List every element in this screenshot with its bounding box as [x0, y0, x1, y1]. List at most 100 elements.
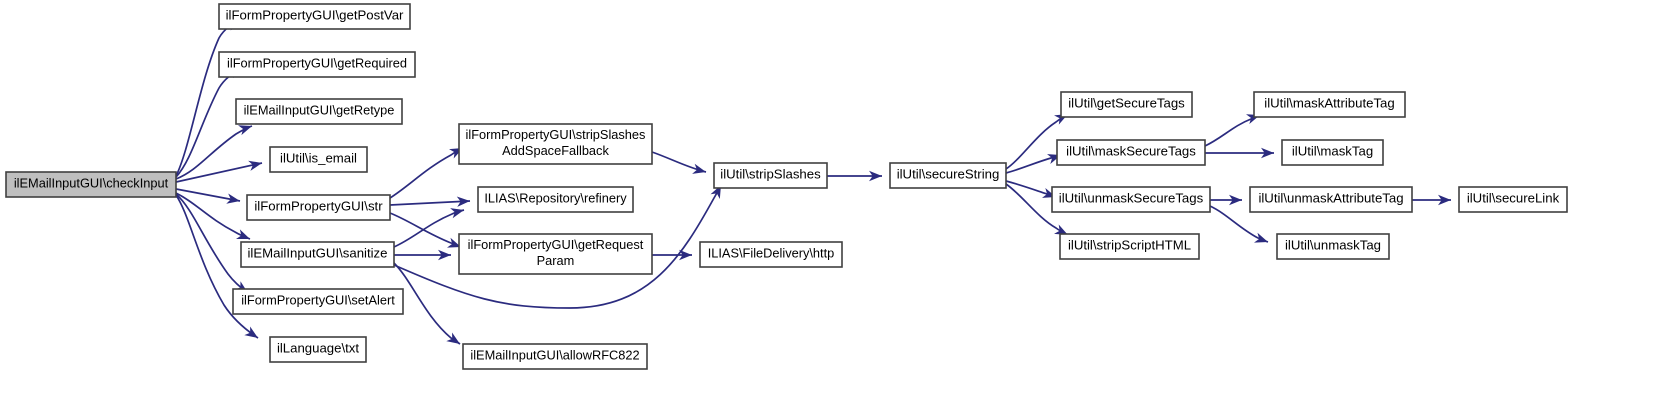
call-edge — [1005, 183, 1069, 236]
call-edge — [175, 19, 241, 177]
call-edge — [1412, 194, 1451, 206]
node-box[interactable] — [477, 186, 634, 213]
node-box[interactable] — [1276, 233, 1390, 260]
node-box[interactable] — [699, 241, 843, 268]
arrow-head-icon — [226, 193, 240, 204]
edge-line — [389, 212, 462, 248]
graph-node-maskSecureTags[interactable]: ilUtil\maskSecureTags — [1056, 139, 1206, 166]
arrow-head-icon — [244, 326, 258, 338]
node-box[interactable] — [218, 3, 411, 30]
node-box[interactable] — [246, 194, 391, 221]
node-box[interactable] — [458, 123, 653, 165]
arrow-head-icon — [447, 237, 461, 248]
graph-node-getRequired[interactable]: ilFormPropertyGUI\getRequired — [218, 51, 416, 78]
call-edge — [175, 67, 244, 178]
graph-node-maskTag[interactable]: ilUtil\maskTag — [1281, 139, 1384, 166]
arrow-head-icon — [248, 160, 262, 171]
graph-node-unmaskSecureTags[interactable]: ilUtil\unmaskSecureTags — [1051, 186, 1211, 213]
graph-node-checkInput[interactable]: ilEMailInputGUI\checkInput — [5, 171, 177, 198]
graph-node-getPostVar[interactable]: ilFormPropertyGUI\getPostVar — [218, 3, 411, 30]
call-edge — [1204, 114, 1261, 147]
graph-node-secureString[interactable]: ilUtil\secureString — [889, 162, 1007, 189]
node-box[interactable] — [462, 343, 648, 370]
call-edge — [175, 192, 251, 240]
node-box[interactable] — [889, 162, 1007, 189]
edge-line — [175, 125, 253, 180]
arrow-head-icon — [1054, 224, 1068, 235]
arrow-head-icon — [1254, 232, 1268, 243]
node-box[interactable] — [1056, 139, 1206, 166]
arrow-head-icon — [679, 249, 692, 261]
arrow-head-icon — [1229, 194, 1242, 206]
node-box[interactable] — [232, 288, 404, 315]
graph-node-http[interactable]: ILIAS\FileDelivery\http — [699, 241, 843, 268]
graph-node-is_email[interactable]: ilUtil\is_email — [269, 146, 368, 173]
graph-node-refinery[interactable]: ILIAS\Repository\refinery — [477, 186, 634, 213]
node-box[interactable] — [1458, 186, 1568, 213]
node-box[interactable] — [458, 233, 653, 275]
call-edge — [652, 249, 692, 261]
node-box[interactable] — [1253, 91, 1406, 118]
node-box[interactable] — [1051, 186, 1211, 213]
call-edge — [389, 212, 462, 248]
call-edge — [175, 194, 259, 339]
node-box[interactable] — [1281, 139, 1384, 166]
call-edge — [389, 147, 464, 199]
arrow-head-icon — [456, 196, 470, 207]
graph-node-setAlert[interactable]: ilFormPropertyGUI\setAlert — [232, 288, 404, 315]
edge-line — [175, 192, 251, 240]
call-edge — [389, 196, 471, 207]
call-edge — [393, 262, 461, 345]
edge-line — [175, 19, 241, 177]
edge-line — [175, 188, 241, 202]
edge-line — [175, 193, 249, 294]
graph-node-allowRFC822[interactable]: ilEMailInputGUI\allowRFC822 — [462, 343, 648, 370]
graph-node-unmaskAttributeTag[interactable]: ilUtil\unmaskAttributeTag — [1249, 186, 1413, 213]
edge-line — [175, 67, 244, 178]
node-box[interactable] — [1059, 233, 1200, 260]
graph-node-getRetype[interactable]: ilEMailInputGUI\getRetype — [235, 98, 403, 125]
edge-line — [389, 200, 471, 206]
graph-node-sanitize[interactable]: ilEMailInputGUI\sanitize — [240, 241, 395, 268]
node-box-current[interactable] — [5, 171, 177, 198]
call-edge — [651, 151, 707, 174]
arrow-head-icon — [236, 229, 250, 239]
call-edge — [175, 193, 249, 294]
edge-line — [175, 194, 259, 339]
call-edge — [1210, 194, 1242, 206]
graph-node-txt[interactable]: ilLanguage\txt — [269, 336, 367, 363]
graph-node-str[interactable]: ilFormPropertyGUI\str — [246, 194, 391, 221]
graph-node-stripSlashes[interactable]: ilUtil\stripSlashes — [713, 162, 828, 189]
node-box[interactable] — [218, 51, 416, 78]
graph-node-secureLink[interactable]: ilUtil\secureLink — [1458, 186, 1568, 213]
call-edge — [175, 125, 253, 180]
call-edge — [394, 249, 451, 261]
edge-line — [393, 184, 722, 309]
graph-node-maskAttributeTag[interactable]: ilUtil\maskAttributeTag — [1253, 91, 1406, 118]
node-box[interactable] — [269, 146, 368, 173]
edge-line — [389, 147, 464, 199]
node-box[interactable] — [713, 162, 828, 189]
call-edge — [175, 188, 241, 204]
arrow-head-icon — [1261, 147, 1274, 159]
graph-node-unmaskTag[interactable]: ilUtil\unmaskTag — [1276, 233, 1390, 260]
node-box[interactable] — [1060, 91, 1193, 118]
arrow-head-icon — [238, 125, 252, 136]
call-edge — [393, 208, 465, 248]
node-box[interactable] — [1249, 186, 1413, 213]
node-box[interactable] — [240, 241, 395, 268]
graph-node-getSecureTags[interactable]: ilUtil\getSecureTags — [1060, 91, 1193, 118]
graph-node-stripScriptHTML[interactable]: ilUtil\stripScriptHTML — [1059, 233, 1200, 260]
call-edge — [175, 160, 263, 183]
edge-line — [393, 262, 461, 345]
arrow-head-icon — [692, 163, 706, 174]
arrow-head-icon — [446, 332, 460, 344]
arrow-head-icon — [1438, 194, 1451, 206]
node-box[interactable] — [269, 336, 367, 363]
call-edge — [1209, 205, 1269, 243]
node-box[interactable] — [235, 98, 403, 125]
